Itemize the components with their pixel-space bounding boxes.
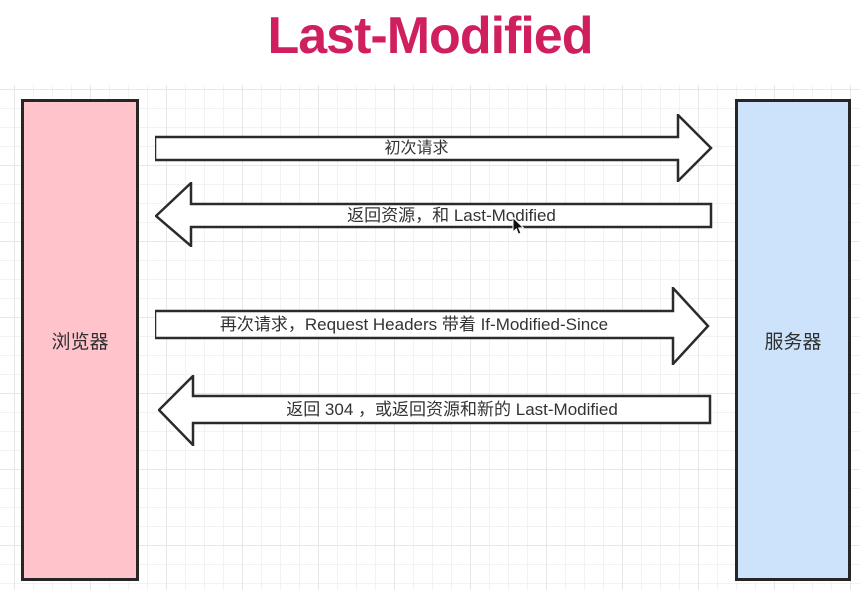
message-label-first-request: 初次请求: [384, 140, 449, 157]
arrow-return-resource: [155, 182, 713, 247]
message-label-return-resource: 返回资源，和 Last-Modified: [347, 206, 556, 225]
arrow-second-request: [155, 287, 710, 365]
message-label-return-304: 返回 304 ，或返回资源和新的 Last-Modified: [286, 400, 618, 419]
browser-actor-label: 浏览器: [51, 331, 109, 353]
message-label-second-request: 再次请求，Request Headers 带着 If-Modified-Sinc…: [219, 315, 609, 334]
arrow-return-304: [158, 375, 712, 446]
mouse-pointer-icon: [512, 216, 525, 241]
server-actor-box: 服务器: [735, 99, 851, 581]
arrow-first-request: [155, 114, 713, 182]
page-title: Last-Modified: [267, 7, 594, 65]
browser-actor-box: 浏览器: [21, 99, 139, 581]
server-actor-label: 服务器: [764, 331, 822, 353]
